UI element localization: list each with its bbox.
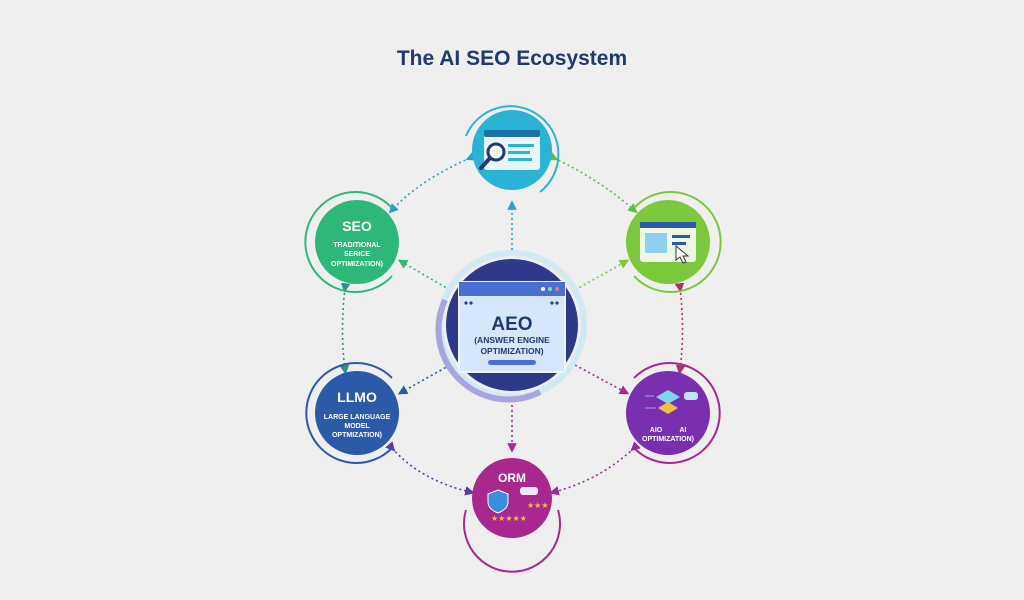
node-search[interactable] (465, 105, 560, 193)
spoke-aio (574, 364, 630, 395)
shield-reviews-icon: ★★★ ★★★★★ (487, 487, 549, 523)
spoke-llmo (397, 364, 451, 395)
node-seo[interactable]: SEO TRADITIONAL SERICE OPTIMIZATION) (304, 191, 399, 293)
browser-window-icon (458, 281, 566, 373)
seo-line2: SERICE (344, 251, 370, 258)
llmo-line3: OPTMIZATION) (332, 432, 382, 439)
connector-aio-orm (549, 441, 641, 496)
aeo-line2: OPTIMIZATION) (480, 346, 543, 356)
seo-abbr: SEO (342, 218, 372, 234)
connector-web-aio (674, 282, 686, 375)
node-aio[interactable]: AIO AI OPTIMIZATION) (626, 362, 721, 464)
ai-chip-icon (645, 390, 698, 414)
stars-row-icon: ★★★★★ (491, 514, 527, 523)
node-web[interactable] (626, 191, 722, 293)
spoke-web (574, 259, 630, 291)
orm-abbr: ORM (498, 471, 526, 485)
browser-click-icon (640, 222, 696, 264)
aio-abbr: AIO (650, 427, 663, 434)
connector-search-seo (388, 151, 477, 214)
aio-ai: AI (680, 427, 687, 434)
seo-line3: OPTIMIZATION) (331, 261, 383, 268)
seo-line1: TRADITIONAL (333, 242, 381, 249)
diagram-title: The AI SEO Ecosystem (396, 47, 628, 70)
node-aeo-center[interactable]: AEO (ANSWER ENGINE OPTIMIZATION) (435, 250, 587, 403)
aio-line2: OPTIMIZATION) (642, 436, 694, 443)
spoke-seo (397, 259, 451, 291)
connector-seo-llmo (339, 282, 351, 375)
aeo-line1: (ANSWER ENGINE (474, 335, 550, 345)
connectors (339, 151, 686, 496)
aeo-abbr: AEO (491, 314, 532, 335)
connector-search-web (547, 151, 638, 214)
stars-icon: ★★★ (527, 501, 549, 510)
node-llmo[interactable]: LLMO LARGE LANGUAGE MODEL OPTMIZATION) (305, 362, 399, 464)
llmo-line1: LARGE LANGUAGE (324, 414, 391, 421)
llmo-line2: MODEL (344, 423, 370, 430)
llmo-abbr: LLMO (337, 389, 377, 405)
search-results-icon (479, 130, 540, 170)
node-orm[interactable]: ORM ★★★ ★★★★★ (463, 458, 561, 573)
connector-llmo-orm (385, 441, 475, 496)
